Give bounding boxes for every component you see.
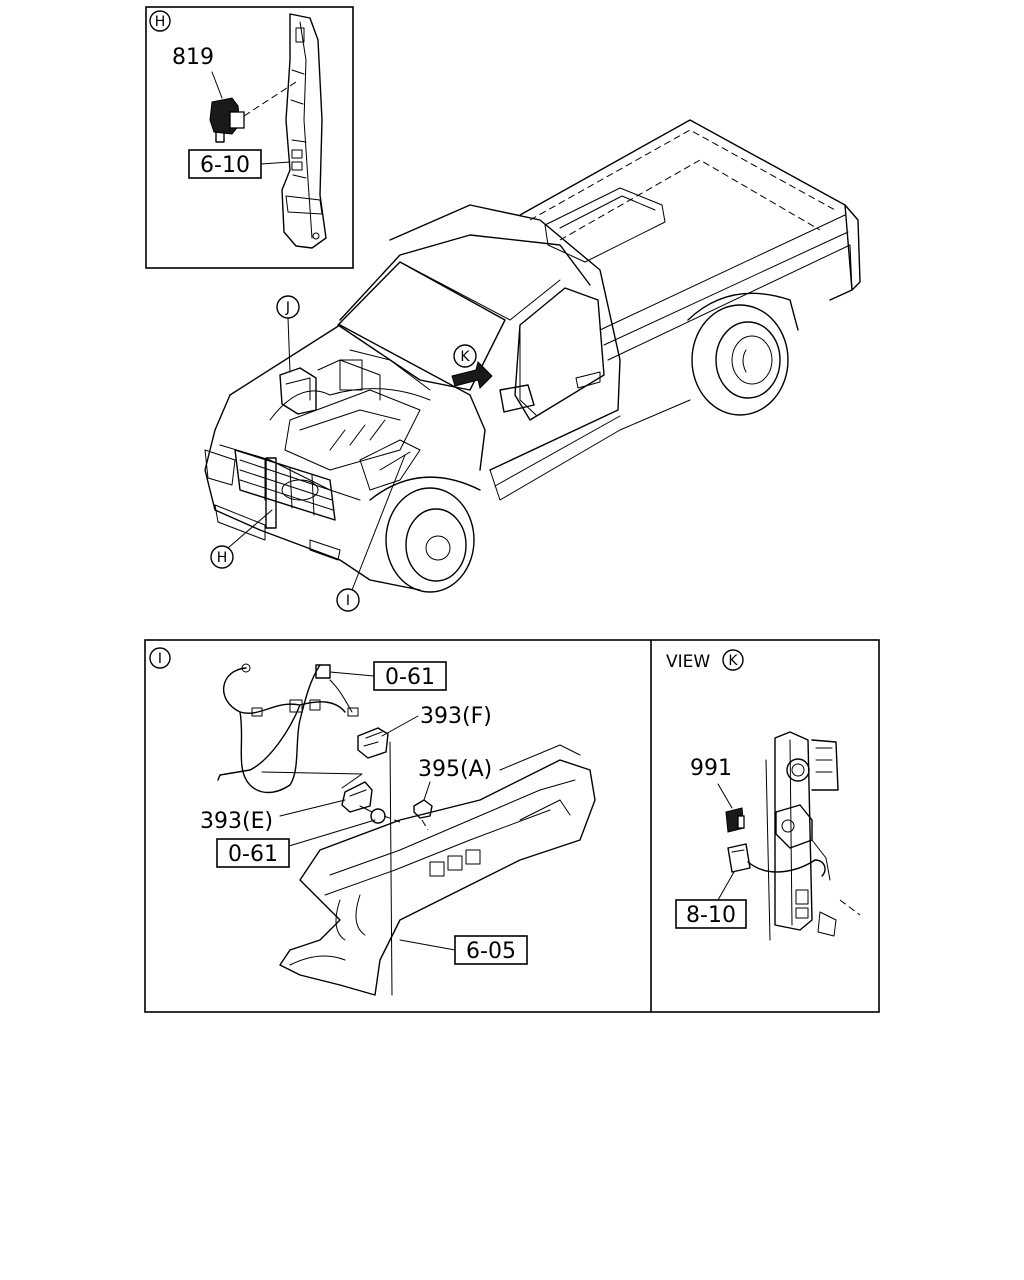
inset-i-panel: I — [149, 647, 596, 996]
ref-0-61-bottom-box — [216, 838, 290, 868]
truck-bed-outline — [519, 119, 853, 301]
callout-i: I — [336, 588, 360, 612]
hood-outline — [229, 324, 486, 471]
engine-bay — [269, 349, 431, 491]
bracket-393e — [341, 781, 373, 813]
ref-0-61-top-leader — [329, 671, 375, 677]
part-393e-leader — [279, 799, 346, 817]
svg-text:K: K — [460, 349, 470, 365]
sensor-819 — [209, 97, 245, 143]
callout-h-inset-circle — [149, 10, 171, 32]
inset-h-frame — [145, 6, 354, 269]
view-k-title-letter: K — [728, 653, 738, 669]
part-819-leader — [211, 71, 223, 99]
inner-fender — [279, 744, 596, 996]
part-395a-label: 395(A) — [418, 757, 492, 782]
ref-0-61-top-label: 0-61 — [385, 665, 435, 690]
svg-text:H: H — [217, 550, 228, 566]
side-window — [514, 287, 605, 421]
part-393e-label: 393(E) — [200, 809, 273, 834]
ref-6-10-label: 6-10 — [200, 153, 250, 178]
bracket-393f — [357, 727, 389, 759]
pickup-truck-illustration — [204, 119, 861, 593]
callout-i-inset-circle — [149, 647, 171, 669]
part-991-label: 991 — [690, 756, 732, 781]
callout-j: J — [276, 295, 300, 319]
callout-h-leader — [227, 509, 273, 549]
detail-panel — [144, 639, 880, 1013]
ref-6-05-leader — [399, 939, 456, 951]
rear-wheel — [687, 292, 799, 416]
part-393f-label: 393(F) — [420, 704, 492, 729]
front-wheel — [369, 476, 481, 593]
callout-h: H — [210, 545, 234, 569]
ref-0-61-bottom-leader — [288, 819, 376, 847]
svg-text:I: I — [346, 593, 350, 609]
callout-j-leader — [287, 317, 291, 373]
relay-991 — [725, 807, 745, 833]
detail-panel-frame — [144, 639, 880, 1013]
ref-6-05-label: 6-05 — [466, 939, 516, 964]
ref-8-10-box — [675, 899, 747, 929]
part-395a-leader — [423, 781, 431, 801]
radiator-support-panel — [281, 13, 327, 249]
inset-h-panel: H 819 6-10 — [145, 6, 354, 269]
view-k-title-word: VIEW — [666, 652, 710, 672]
ref-8-10-leader — [717, 871, 735, 901]
callout-i-leader — [351, 454, 406, 591]
ref-0-61-bottom-label: 0-61 — [228, 842, 278, 867]
view-k-panel: VIEW K — [666, 649, 861, 941]
part-393f-leader — [381, 715, 419, 737]
windshield — [337, 261, 506, 391]
part-991-leader — [717, 783, 733, 809]
part-819-label: 819 — [172, 45, 214, 70]
side-mirror — [499, 384, 535, 413]
front-grille — [234, 449, 336, 529]
a-pillar-structure — [765, 731, 861, 941]
ref-6-10-leader — [260, 161, 291, 165]
cab-outline — [389, 204, 621, 471]
wiring-harness — [217, 663, 359, 794]
svg-text:J: J — [285, 300, 290, 316]
view-k-arrow — [451, 361, 493, 389]
callout-k: K — [453, 344, 477, 368]
view-k-title-circle — [722, 649, 744, 671]
ref-8-10-label: 8-10 — [686, 903, 736, 928]
relay-connector — [727, 843, 826, 877]
callout-i-inset-letter: I — [158, 651, 162, 667]
callout-h-inset-letter: H — [155, 14, 166, 30]
